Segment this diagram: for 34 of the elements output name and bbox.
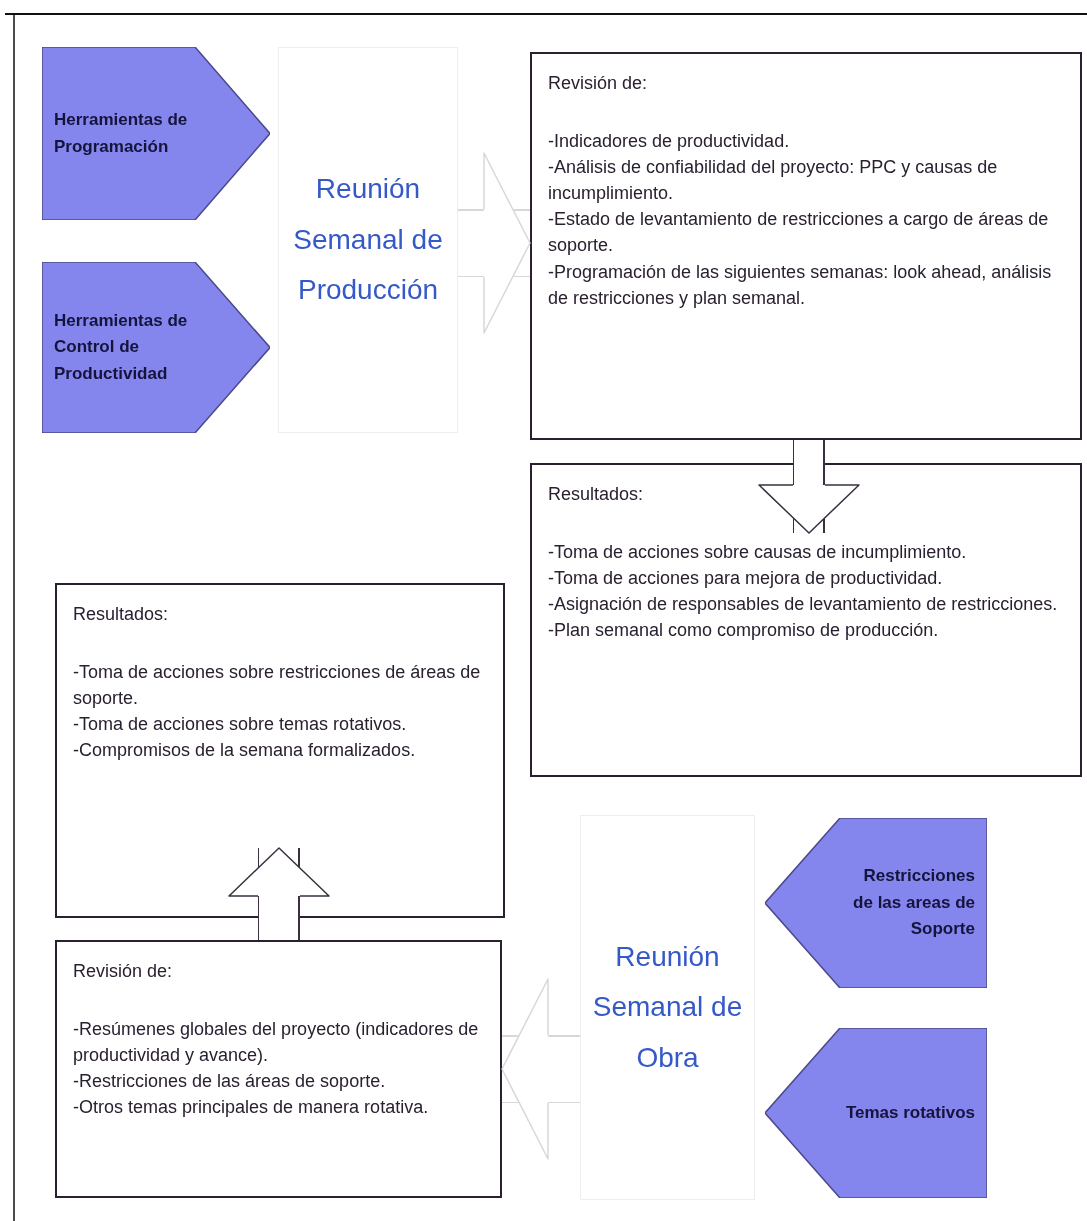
section-heading: Revisión de: [73, 960, 174, 983]
meeting-panel [278, 47, 458, 433]
section-heading: Revisión de: [548, 72, 649, 95]
pentagon-tag [765, 1028, 987, 1198]
meeting-title: Reunión Semanal de Obra [591, 939, 744, 1075]
bullet-item: -Otros temas principales de manera rotativa. [73, 1096, 430, 1120]
bullet-item: -Resúmenes globales del proyecto (indicadores de productividad y avance). [73, 1018, 480, 1068]
bullet-item: -Toma de acciones sobre restricciones de áreas de soporte. [73, 661, 482, 711]
meeting-panel [580, 815, 755, 1200]
tag-label: Herramientas de Programación [54, 109, 189, 158]
section-heading: Resultados: [73, 603, 170, 626]
meeting-title: Reunión Semanal de Producción [292, 172, 444, 308]
bullet-item: -Programación de las siguientes semanas: look ahead, análisis de restricciones y plan semanal. [548, 260, 1053, 310]
text-box [530, 52, 1082, 440]
tag-label: Temas rotativos [845, 1101, 975, 1124]
bullet-item: -Toma de acciones sobre causas de incumplimiento. [548, 541, 968, 565]
bullet-item: -Toma de acciones sobre temas rotativos. [73, 713, 408, 737]
text-box [55, 940, 502, 1198]
bullet-item: -Análisis de confiabilidad del proyecto: PPC y causas de incumplimiento. [548, 156, 999, 206]
bullet-item: -Toma de acciones para mejora de productividad. [548, 567, 944, 591]
bullet-item: -Indicadores de productividad. [548, 130, 791, 154]
text-box [55, 583, 505, 918]
section-heading: Resultados: [548, 483, 645, 506]
bullet-item: -Plan semanal como compromiso de producción. [548, 619, 940, 643]
pentagon-tag [42, 47, 270, 220]
bullet-item: -Asignación de responsables de levantamiento de restricciones. [548, 593, 1059, 617]
pentagon-tag [42, 262, 270, 433]
bullet-item: -Compromisos de la semana formalizados. [73, 739, 417, 763]
pentagon-tag [765, 818, 987, 988]
tag-label: Restricciones de las areas de Soporte [852, 865, 975, 941]
tag-label: Herramientas de Control de Productividad [54, 310, 189, 385]
text-box [530, 463, 1082, 777]
bullet-item: -Estado de levantamiento de restricciones a cargo de áreas de soporte. [548, 208, 1050, 258]
bullet-item: -Restricciones de las áreas de soporte. [73, 1070, 387, 1094]
